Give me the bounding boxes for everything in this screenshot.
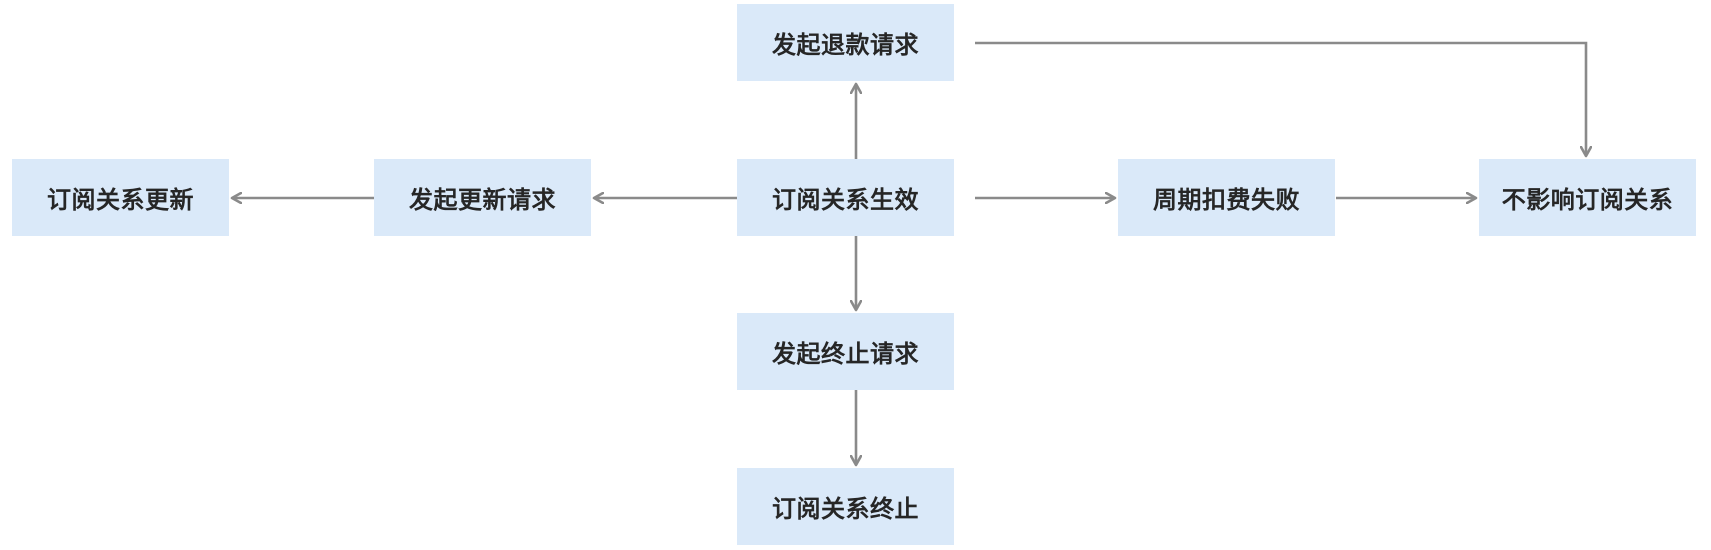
- node-label: 发起退款请求: [772, 31, 919, 59]
- node-subscription-update: 订阅关系更新: [12, 159, 229, 236]
- node-label: 订阅关系生效: [772, 186, 919, 214]
- node-subscription-terminated: 订阅关系终止: [737, 468, 954, 545]
- edge-refund-to-unaffected: [975, 41, 1586, 156]
- node-label: 发起终止请求: [772, 340, 919, 368]
- node-label: 订阅关系更新: [47, 186, 194, 214]
- node-label: 不影响订阅关系: [1501, 186, 1674, 214]
- node-label: 订阅关系终止: [772, 495, 919, 523]
- node-termination-request: 发起终止请求: [737, 313, 954, 390]
- node-label: 发起更新请求: [409, 186, 556, 214]
- node-refund-request: 发起退款请求: [737, 4, 954, 81]
- node-subscription-active: 订阅关系生效: [737, 159, 954, 236]
- node-update-request: 发起更新请求: [374, 159, 591, 236]
- node-periodic-charge-failed: 周期扣费失败: [1118, 159, 1335, 236]
- node-subscription-unaffected: 不影响订阅关系: [1479, 159, 1696, 236]
- node-label: 周期扣费失败: [1153, 186, 1300, 214]
